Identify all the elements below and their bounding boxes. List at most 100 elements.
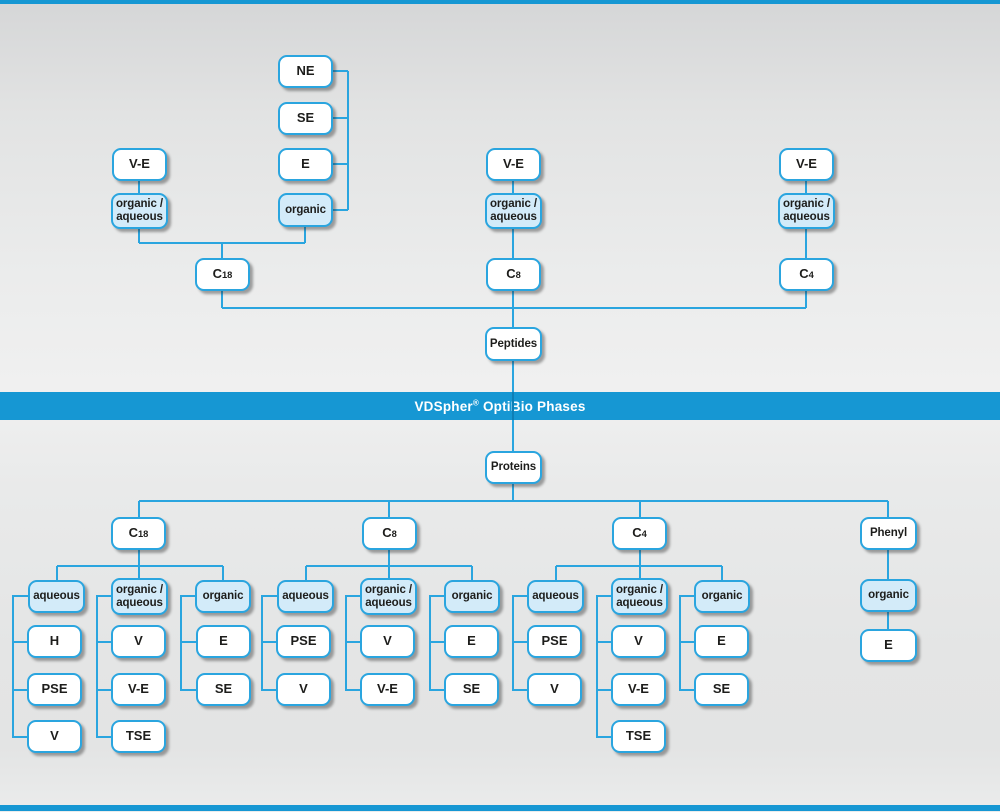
node-label: V-E [128, 681, 149, 697]
node-label: V [134, 633, 143, 649]
node-se-c4: SE [694, 673, 749, 706]
node-label: aqueous [282, 590, 329, 603]
node-label: C8 [506, 266, 521, 282]
node-peptides: Peptides [485, 327, 542, 361]
node-v-c8-oa: V [360, 625, 415, 658]
node-label: E [884, 637, 893, 653]
node-organic-top: organic [278, 193, 333, 227]
banner-title: VDSpher® OptiBio Phases [414, 398, 586, 414]
node-c18-top: C18 [195, 258, 250, 291]
node-aqueous-c8: aqueous [277, 580, 334, 613]
node-label: Proteins [490, 461, 537, 474]
node-e-phenyl: E [860, 629, 917, 662]
node-pse-c18: PSE [27, 673, 82, 706]
node-label: V [634, 633, 643, 649]
node-label: C4 [799, 266, 814, 282]
node-label: C4 [632, 525, 647, 541]
node-orgaq-left: organic /aqueous [111, 193, 168, 229]
node-v-c8-aq: V [276, 673, 331, 706]
node-label: aqueous [33, 590, 80, 603]
node-c8-top: C8 [486, 258, 541, 291]
node-label: SE [214, 681, 233, 697]
node-aqueous-c4: aqueous [527, 580, 584, 613]
node-label: organic [285, 203, 326, 216]
node-label: E [219, 633, 228, 649]
node-e-c8: E [444, 625, 499, 658]
node-label: TSE [125, 728, 152, 744]
node-label: aqueous [532, 590, 579, 603]
node-label: SE [296, 110, 315, 126]
node-label: TSE [625, 728, 652, 744]
top-accent-bar [0, 0, 1000, 4]
bottom-accent-bar [0, 805, 1000, 811]
node-c18-bottom: C18 [111, 517, 166, 550]
node-label: organic /aqueous [489, 198, 538, 223]
node-e-top: E [278, 148, 333, 181]
node-ne: NE [278, 55, 333, 88]
node-label: organic /aqueous [115, 198, 164, 223]
node-label: V [383, 633, 392, 649]
node-c4-bottom: C4 [612, 517, 667, 550]
node-label: organic [868, 589, 909, 602]
node-c4-top: C4 [779, 258, 834, 291]
node-v-c18-aq: V [27, 720, 82, 753]
node-label: C18 [212, 266, 233, 282]
node-label: NE [296, 63, 315, 79]
node-v-c4-aq: V [527, 673, 582, 706]
node-label: V [550, 681, 559, 697]
node-orgaq-c18: organic /aqueous [111, 578, 168, 615]
node-e-c4: E [694, 625, 749, 658]
node-label: C18 [128, 525, 149, 541]
node-label: C8 [382, 525, 397, 541]
node-label: organic /aqueous [115, 583, 164, 609]
node-phenyl: Phenyl [860, 517, 917, 550]
node-label: V-E [796, 156, 817, 172]
node-label: Phenyl [869, 527, 908, 540]
node-label: V-E [628, 681, 649, 697]
node-ve-c4-oa: V-E [611, 673, 666, 706]
node-pse-c4: PSE [527, 625, 582, 658]
node-orgaq-c4: organic /aqueous [611, 578, 668, 615]
node-pse-c8: PSE [276, 625, 331, 658]
node-label: organic [202, 590, 244, 603]
node-label: V-E [129, 156, 150, 172]
node-aqueous-c18: aqueous [28, 580, 85, 613]
node-ve-left: V-E [112, 148, 167, 181]
node-organic-c8: organic [444, 580, 500, 613]
node-ve-right: V-E [779, 148, 834, 181]
node-label: SE [462, 681, 481, 697]
node-se-c8: SE [444, 673, 499, 706]
node-label: H [49, 633, 60, 649]
node-label: organic [451, 590, 493, 603]
node-tse-c18: TSE [111, 720, 166, 753]
node-c8-bottom: C8 [362, 517, 417, 550]
node-label: organic [701, 590, 743, 603]
node-v-c18-oa: V [111, 625, 166, 658]
node-organic-c18: organic [195, 580, 251, 613]
node-label: SE [712, 681, 731, 697]
node-e-c18: E [196, 625, 251, 658]
node-label: V [50, 728, 59, 744]
node-organic-phenyl: organic [860, 579, 917, 612]
node-proteins: Proteins [485, 451, 542, 484]
node-label: E [301, 156, 310, 172]
node-orgaq-c8: organic /aqueous [360, 578, 417, 615]
node-h-c18: H [27, 625, 82, 658]
node-orgaq-mid: organic /aqueous [485, 193, 542, 229]
node-ve-mid: V-E [486, 148, 541, 181]
node-label: organic /aqueous [782, 198, 831, 223]
node-ve-c18-oa: V-E [111, 673, 166, 706]
node-label: V-E [377, 681, 398, 697]
node-v-c4-oa: V [611, 625, 666, 658]
node-se-c18: SE [196, 673, 251, 706]
node-label: organic /aqueous [615, 583, 664, 609]
node-label: E [467, 633, 476, 649]
node-label: E [717, 633, 726, 649]
node-tse-c4: TSE [611, 720, 666, 753]
node-label: PSE [290, 633, 317, 649]
node-label: Peptides [489, 337, 538, 350]
node-organic-c4: organic [694, 580, 750, 613]
banner: VDSpher® OptiBio Phases [0, 392, 1000, 420]
node-label: V [299, 681, 308, 697]
